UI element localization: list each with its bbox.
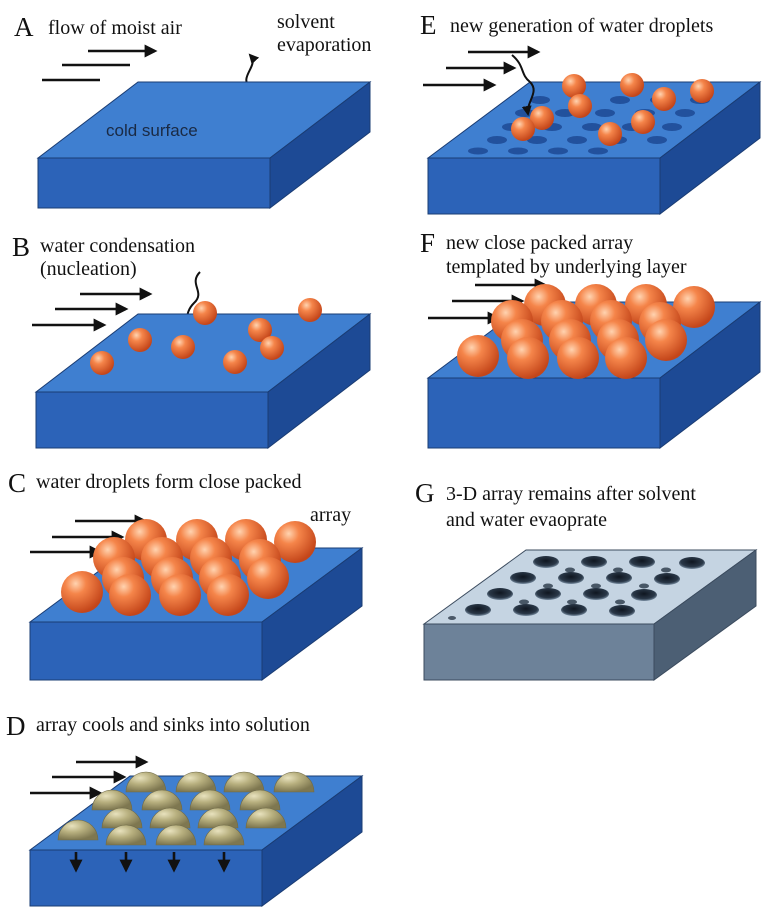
panel-f-packed-droplets <box>457 284 715 379</box>
panel-e-air-flow-arrows <box>423 45 541 92</box>
panel-b-caption-line2: (nucleation) <box>40 258 137 280</box>
panel-f-caption-line2: templated by underlying layer <box>446 256 687 278</box>
panel-d-caption: array cools and sinks into solution <box>36 714 310 736</box>
panel-c: C water droplets form close packed array <box>8 468 364 681</box>
panel-g-letter: G <box>415 478 435 508</box>
panel-a-letter: A <box>14 12 34 42</box>
panel-g-caption-line1: 3-D array remains after solvent <box>446 483 696 505</box>
panel-g-caption-line2: and water evaoprate <box>446 509 607 531</box>
panel-g-small-pores <box>448 567 671 620</box>
panel-d-letter: D <box>6 711 26 741</box>
panel-a-solvent-label: solvent <box>277 11 335 33</box>
droplet <box>223 350 247 374</box>
panel-a-substrate <box>36 80 372 210</box>
droplet <box>193 301 217 325</box>
panel-b-caption-line1: water condensation <box>40 235 195 257</box>
panel-e: E new generation of water droplets <box>420 10 762 216</box>
panel-d-sunk-droplets <box>57 771 315 846</box>
panel-c-caption-line1: water droplets form close packed <box>36 471 301 493</box>
panel-c-caption-line2: array <box>310 504 351 526</box>
droplet <box>260 336 284 360</box>
panel-b-nucleating-droplets <box>90 298 322 375</box>
panel-g: G 3-D array remains after solvent and wa… <box>415 478 758 681</box>
panel-b: B water condensation (nucleation) <box>12 232 372 450</box>
panel-c-letter: C <box>8 468 26 498</box>
panel-a: A flow of moist air solvent evaporation … <box>14 11 372 210</box>
panel-e-caption: new generation of water droplets <box>450 15 713 37</box>
droplet <box>298 298 322 322</box>
panel-e-substrate <box>426 80 762 216</box>
panel-b-air-flow-arrows <box>32 287 153 332</box>
panel-d-air-flow-arrows <box>30 755 149 800</box>
panel-b-letter: B <box>12 232 30 262</box>
droplet <box>128 328 152 352</box>
panel-f: F new close packed array templated by un… <box>420 228 762 450</box>
panel-c-air-flow-arrows <box>30 514 148 559</box>
droplet <box>248 318 272 342</box>
panel-e-evaporation-squiggle <box>511 54 535 116</box>
panel-g-porous-film <box>422 549 758 681</box>
panel-g-pores <box>465 556 705 617</box>
panel-e-new-droplets <box>511 73 714 146</box>
panel-b-substrate <box>34 312 372 450</box>
panel-e-letter: E <box>420 10 437 40</box>
panel-a-caption: flow of moist air <box>48 17 182 39</box>
panel-f-caption-line1: new close packed array <box>446 232 633 254</box>
panel-d: D array cools and sinks into solution <box>6 711 364 907</box>
droplet <box>171 335 195 359</box>
panel-c-packed-droplets <box>61 519 316 616</box>
panel-d-sinking-arrows <box>69 852 231 873</box>
droplet <box>90 351 114 375</box>
panel-a-air-flow-arrows <box>42 44 158 82</box>
panel-f-letter: F <box>420 228 435 258</box>
panel-a-surface-label: cold surface <box>106 121 198 140</box>
panel-a-evaporation-label: evaporation <box>277 34 371 56</box>
